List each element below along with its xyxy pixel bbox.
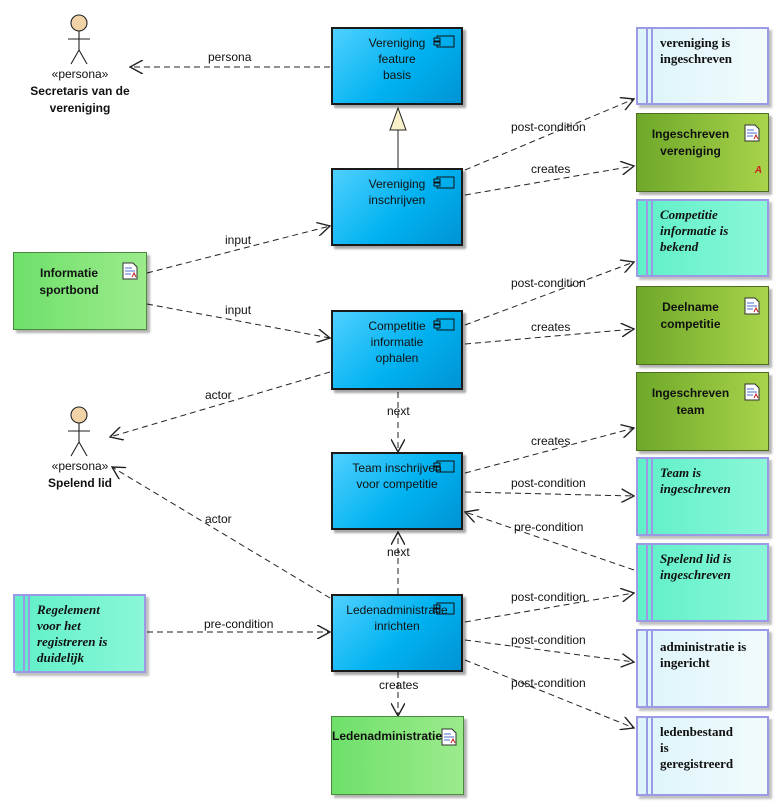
condition-spelend-lid-ingeschreven[interactable]: Spelend lid is ingeschreven	[636, 543, 769, 622]
document-icon	[744, 383, 760, 401]
condition-team-ingeschreven[interactable]: Team is ingeschreven	[636, 457, 769, 536]
edge-input-1	[146, 226, 330, 274]
artifact-label: Ledenadministratie	[332, 729, 443, 743]
feature-label: Team inschrijven voor competitie	[352, 461, 442, 491]
abstract-marker-icon: A	[754, 165, 762, 176]
label-post-condition: post-condition	[511, 590, 586, 604]
artifact-informatie-sportbond[interactable]: Informatie sportbond	[13, 252, 147, 330]
artifact-ingeschreven-team[interactable]: Ingeschreven team	[636, 372, 769, 451]
edge-post-condition-5	[464, 639, 634, 662]
label-post-condition: post-condition	[511, 120, 586, 134]
feature-vereniging-inschrijven[interactable]: Vereniging inschrijven	[331, 168, 463, 246]
document-icon	[744, 297, 760, 315]
label-pre-condition: pre-condition	[204, 617, 274, 631]
artifact-deelname-competitie[interactable]: Deelname competitie	[636, 286, 769, 365]
feature-competitie-informatie[interactable]: Competitie informatie ophalen	[331, 310, 463, 390]
edge-actor-1	[110, 371, 331, 437]
condition-label: Team is ingeschreven	[660, 465, 731, 496]
generalization-arrow	[389, 106, 407, 131]
actor-secretaris-icon	[68, 14, 90, 65]
feature-vereniging-basis[interactable]: Vereniging feature basis	[331, 27, 463, 105]
condition-label: Spelend lid is ingeschreven	[660, 551, 732, 582]
condition-label: ledenbestand is geregistreerd	[660, 724, 734, 771]
label-creates: creates	[379, 678, 419, 692]
artifact-label: Deelname competitie	[660, 300, 721, 331]
artifact-ledenadministratie[interactable]: Ledenadministratie	[331, 716, 464, 795]
edge-post-condition-3	[464, 492, 634, 496]
edge-creates-1	[464, 166, 634, 196]
edge-input-2	[146, 303, 330, 338]
condition-label: administratie is ingericht	[660, 639, 747, 670]
component-icon	[433, 318, 455, 331]
actor-secretaris[interactable]: «persona» Secretaris van de vereniging	[14, 66, 146, 117]
document-icon	[441, 728, 457, 746]
actor-name: Spelend lid	[47, 476, 112, 490]
feature-label: Ledenadministratie inrichten	[346, 603, 448, 633]
actor-stereotype: «persona»	[51, 67, 109, 81]
condition-label: vereniging is ingeschreven	[660, 35, 732, 66]
condition-regelement[interactable]: Regelement voor het registreren is duide…	[13, 594, 146, 673]
label-pre-condition: pre-condition	[514, 520, 584, 534]
label-actor: actor	[205, 512, 232, 526]
edge-creates-3	[464, 428, 634, 474]
edge-post-condition-2	[464, 262, 634, 326]
actor-name: Secretaris van de vereniging	[30, 84, 130, 115]
label-input: input	[225, 303, 252, 317]
label-next: next	[387, 545, 410, 559]
label-post-condition: post-condition	[511, 276, 586, 290]
actor-stereotype: «persona»	[51, 459, 109, 473]
artifact-label: Ingeschreven team	[651, 386, 730, 417]
label-post-condition: post-condition	[511, 633, 586, 647]
label-post-condition: post-condition	[511, 476, 586, 490]
condition-ledenbestand-geregistreerd[interactable]: ledenbestand is geregistreerd	[636, 716, 769, 796]
label-next: next	[387, 404, 410, 418]
edge-post-condition-4	[464, 593, 634, 623]
condition-competitie-bekend[interactable]: Competitie informatie is bekend	[636, 199, 769, 277]
label-post-condition: post-condition	[511, 676, 586, 690]
feature-label: Vereniging inschrijven	[368, 177, 426, 207]
label-creates: creates	[531, 434, 571, 448]
component-icon	[433, 602, 455, 615]
artifact-label: Ingeschreven vereniging	[651, 127, 730, 158]
feature-team-inschrijven[interactable]: Team inschrijven voor competitie	[331, 452, 463, 530]
feature-label: Competitie informatie ophalen	[368, 319, 426, 365]
condition-label: Regelement voor het registreren is duide…	[37, 602, 108, 665]
artifact-ingeschreven-vereniging[interactable]: A Ingeschreven vereniging	[636, 113, 769, 192]
condition-vereniging-ingeschreven[interactable]: vereniging is ingeschreven	[636, 27, 769, 105]
document-icon	[744, 124, 760, 142]
label-creates: creates	[531, 320, 571, 334]
actor-speler[interactable]: «persona» Spelend lid	[30, 458, 130, 492]
feature-ledenadministratie[interactable]: Ledenadministratie inrichten	[331, 594, 463, 672]
label-creates: creates	[531, 162, 571, 176]
edge-post-condition-1	[464, 99, 634, 171]
actor-speler-icon	[68, 406, 90, 457]
edge-creates-2	[464, 329, 634, 345]
condition-administratie-ingericht[interactable]: administratie is ingericht	[636, 629, 769, 708]
feature-label: Vereniging feature basis	[368, 36, 426, 82]
label-input: input	[225, 233, 252, 247]
label-actor: actor	[205, 388, 232, 402]
component-icon	[433, 35, 455, 48]
component-icon	[433, 176, 455, 189]
condition-label: Competitie informatie is bekend	[660, 207, 729, 254]
document-icon	[122, 262, 138, 280]
artifact-label: Informatie sportbond	[39, 266, 99, 297]
label-persona: persona	[208, 50, 252, 64]
component-icon	[433, 460, 455, 473]
edge-actor-2	[112, 467, 331, 599]
edge-post-condition-6	[464, 659, 634, 728]
